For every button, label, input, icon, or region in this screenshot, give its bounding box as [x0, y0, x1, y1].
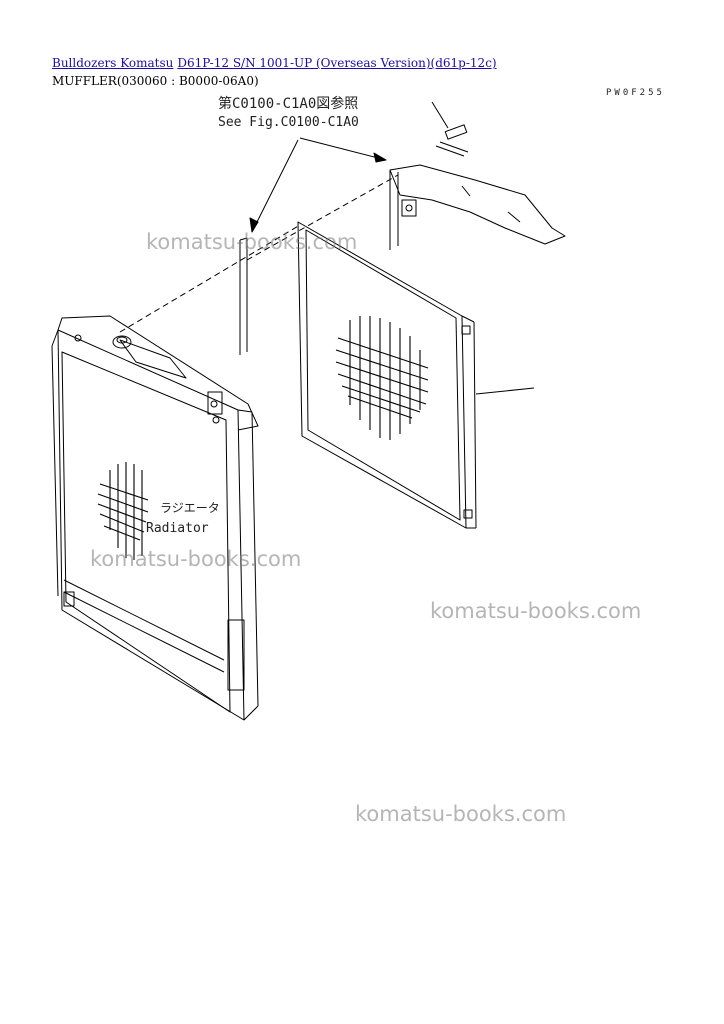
radiator-label-en: Radiator	[146, 521, 209, 536]
radiator-part	[51, 315, 259, 721]
radiator-label-jp: ラジエータ	[160, 501, 220, 515]
arrow-head	[373, 152, 387, 163]
alignment-line	[119, 224, 301, 333]
cover-panel-part	[297, 221, 535, 529]
leader-line	[475, 387, 535, 395]
bolt-part	[431, 101, 469, 157]
mesh-pattern	[335, 316, 429, 440]
reference-note-jp: 第C0100-C1A0図参照	[218, 95, 358, 112]
page-subtitle: MUFFLER(030060 : B0000-06A0)	[52, 74, 259, 88]
alignment-line	[246, 174, 399, 261]
breadcrumb-link-bulldozers[interactable]: Bulldozers Komatsu	[52, 56, 174, 70]
cover-bracket-part	[389, 164, 566, 250]
reference-note-en: See Fig.C0100-C1A0	[218, 115, 359, 130]
drawing-code-top: PW0F255	[606, 88, 665, 98]
breadcrumb-link-model[interactable]: D61P-12 S/N 1001-UP (Overseas Version)(d…	[177, 56, 497, 70]
leader-line	[299, 137, 387, 161]
mesh-pattern	[97, 462, 149, 560]
leader-line	[251, 139, 299, 233]
side-strip-part	[239, 237, 248, 355]
arrow-head	[249, 217, 259, 233]
